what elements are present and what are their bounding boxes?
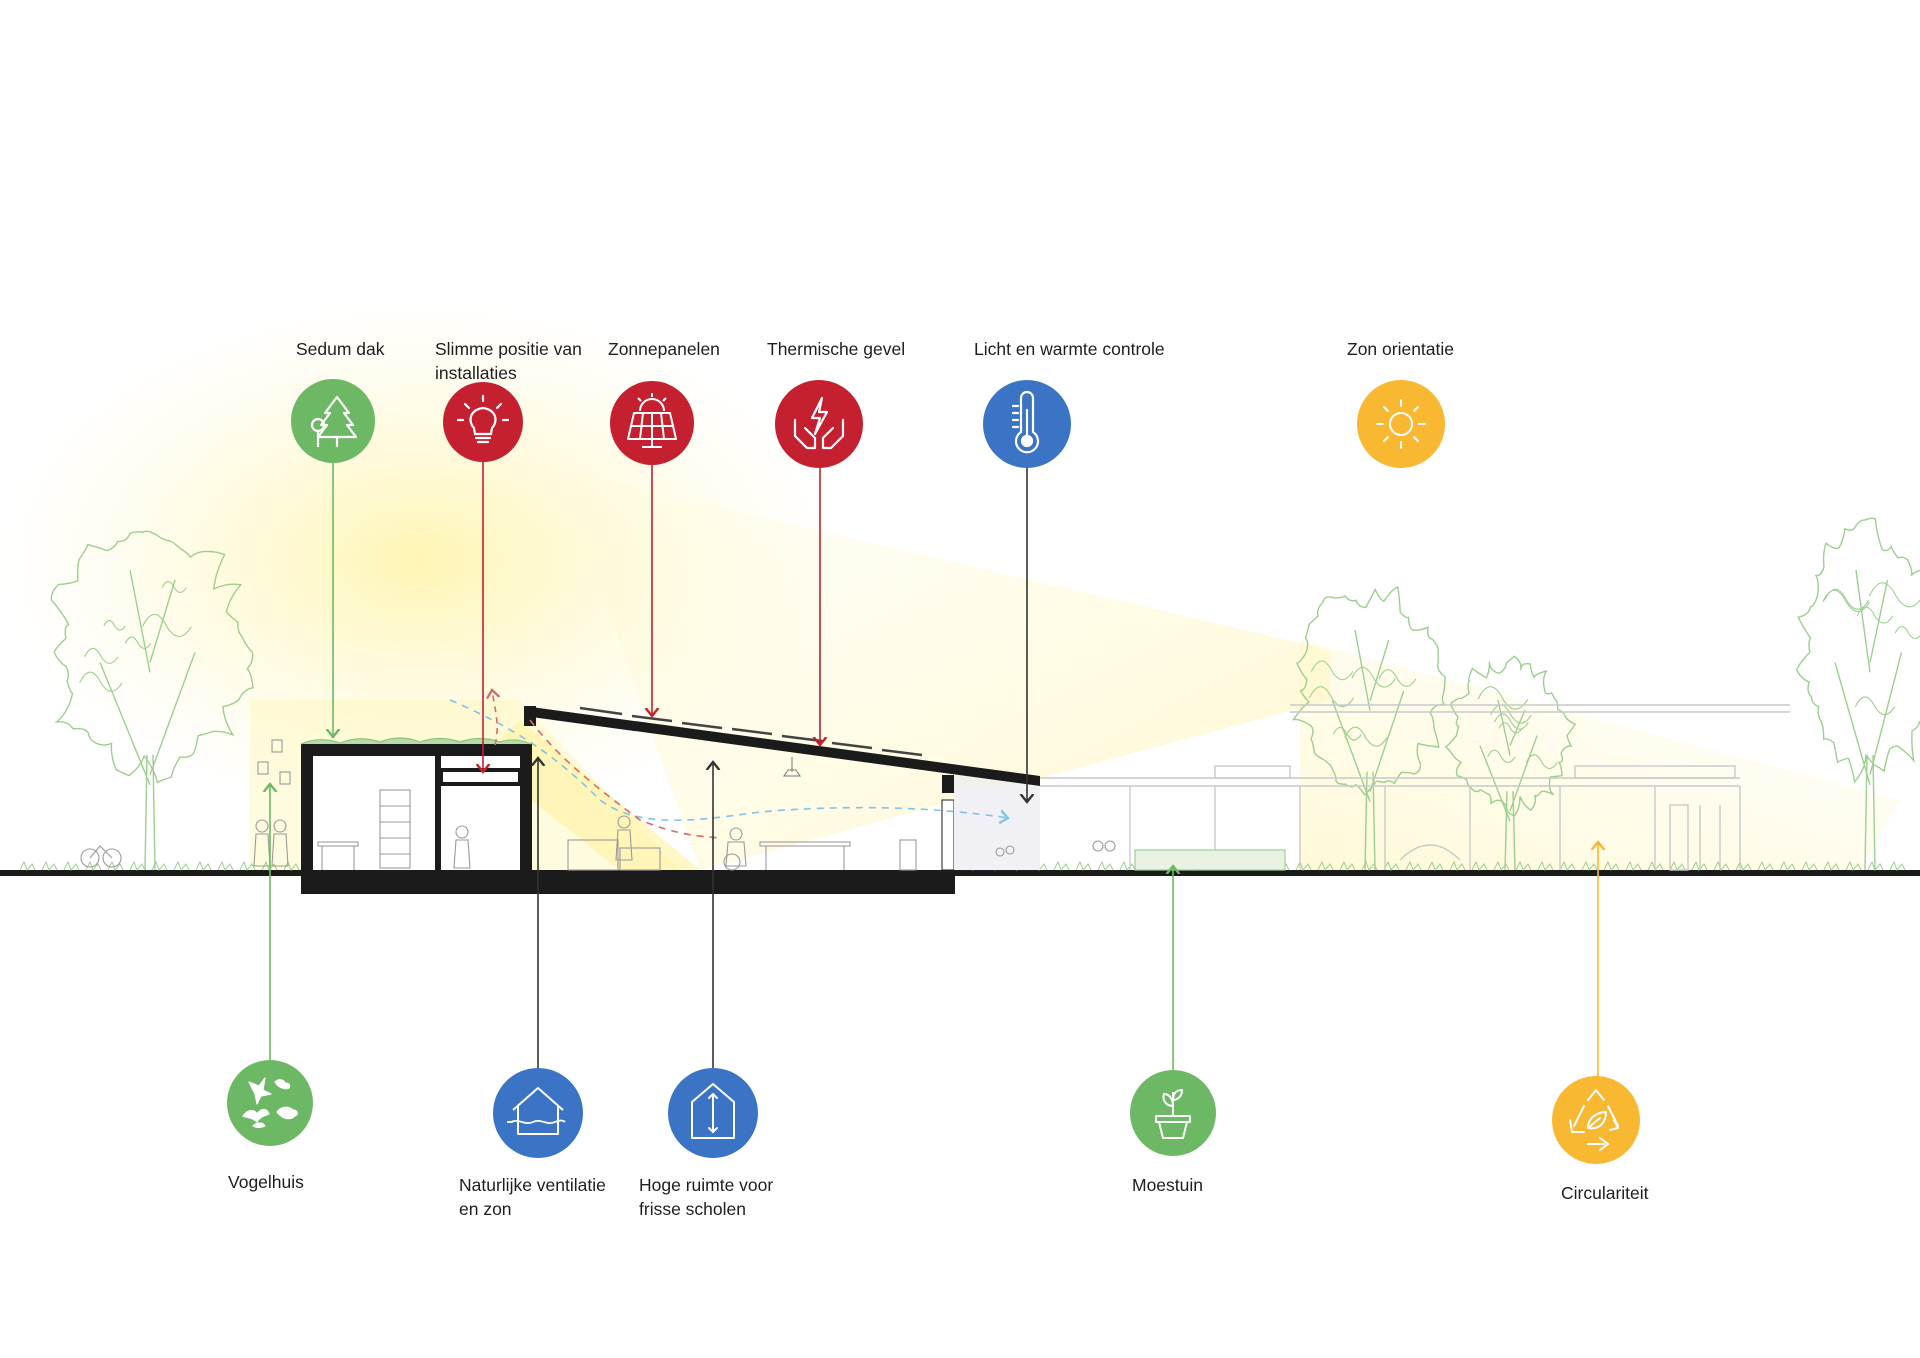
sun-icon <box>1357 380 1445 468</box>
recycle-icon <box>1552 1076 1640 1164</box>
airflow-arrows <box>449 690 1008 839</box>
label-slimme-line1: Slimme positie van <box>435 339 582 359</box>
birds-icon <box>227 1060 313 1146</box>
label-sedum-dak: Sedum dak <box>296 339 385 359</box>
solar-panel-icon <box>610 381 694 465</box>
label-zon-orientatie: Zon orientatie <box>1347 339 1455 359</box>
leader-lines <box>270 458 1598 1078</box>
thermometer-icon <box>983 380 1071 468</box>
label-ventilatie-line2: en zon <box>459 1199 512 1219</box>
label-vogelhuis: Vogelhuis <box>228 1172 304 1192</box>
label-ventilatie-line1: Naturlijke ventilatie <box>459 1175 606 1195</box>
label-hoge-line2: frisse scholen <box>639 1199 746 1219</box>
label-hoge-line1: Hoge ruimte voor <box>639 1175 774 1195</box>
tree <box>1444 655 1577 871</box>
tree-icon <box>291 379 375 463</box>
ventilation-house-icon <box>493 1068 583 1158</box>
ground-line <box>0 870 1920 876</box>
lightbulb-icon <box>443 382 523 462</box>
label-slimme-positie: Slimme positie van installaties <box>435 337 582 385</box>
label-circulariteit: Circulariteit <box>1561 1183 1649 1203</box>
label-moestuin: Moestuin <box>1132 1175 1204 1195</box>
moestuin-bed <box>1134 849 1286 871</box>
label-zonnepanelen: Zonnepanelen <box>608 339 720 359</box>
school-building <box>300 706 1040 894</box>
plant-pot-icon <box>1130 1070 1216 1156</box>
label-thermische-gevel: Thermische gevel <box>767 339 906 359</box>
tree <box>1291 586 1448 871</box>
label-hoge-ruimte: Hoge ruimte voor frisse scholen <box>639 1173 773 1221</box>
interior-furniture <box>80 739 1116 871</box>
trees <box>19 517 1920 871</box>
tree <box>50 530 254 871</box>
tree <box>1795 517 1920 871</box>
label-slimme-line2: installaties <box>435 363 517 383</box>
high-room-icon <box>668 1068 758 1158</box>
energy-hands-icon <box>775 380 863 468</box>
label-naturlijke-ventilatie: Naturlijke ventilatie en zon <box>459 1173 606 1221</box>
label-licht-warmte: Licht en warmte controle <box>974 339 1165 359</box>
